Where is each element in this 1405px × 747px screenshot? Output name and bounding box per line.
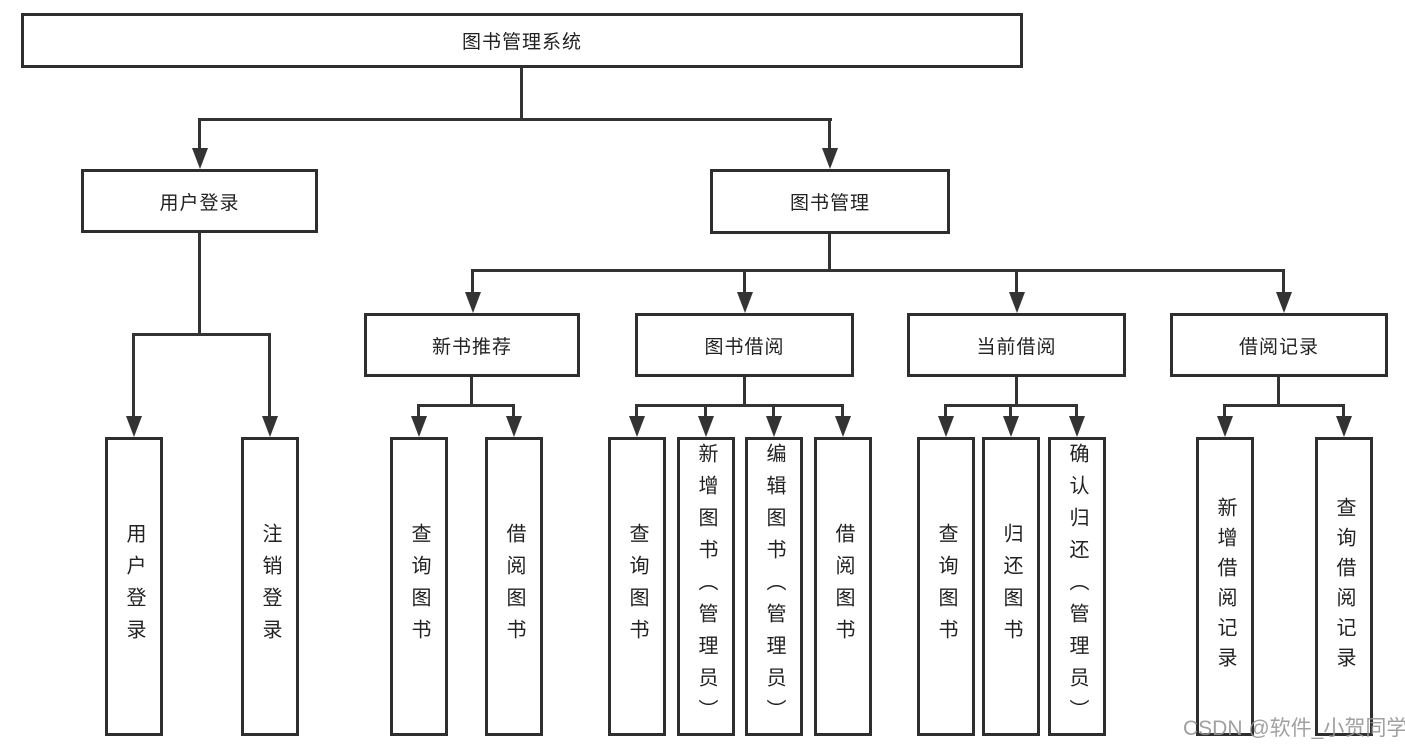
csdn-watermark: CSDN @软件_小贺同学 — [1183, 717, 1405, 740]
connector-line — [828, 234, 831, 272]
connector-line — [635, 404, 844, 407]
connector-line — [828, 118, 831, 151]
node-user-login: 用户登录 — [81, 169, 318, 233]
connector-line — [1015, 377, 1018, 406]
node-label: 借阅图书 — [503, 522, 525, 651]
connector-line — [1015, 269, 1018, 293]
arrow-down-icon — [411, 416, 427, 437]
connector-line — [132, 333, 135, 416]
connector-line — [1282, 269, 1285, 293]
node-return-books: 归还图书 — [982, 437, 1040, 736]
connector-line — [704, 404, 707, 417]
connector-line — [417, 404, 420, 417]
connector-line — [772, 404, 775, 417]
arrow-down-icon — [698, 416, 714, 437]
connector-line — [198, 118, 201, 151]
connector-line — [1277, 377, 1280, 406]
connector-line — [1342, 404, 1345, 417]
node-label: 编辑图书（管理员） — [763, 442, 785, 731]
connector-line — [471, 269, 474, 293]
connector-line — [841, 404, 844, 417]
arrow-down-icon — [465, 292, 481, 313]
node-label: 用户登录 — [123, 522, 145, 651]
node-label: 注销登录 — [259, 522, 281, 651]
connector-line — [635, 404, 638, 417]
arrow-down-icon — [737, 292, 753, 313]
connector-line — [1223, 404, 1345, 407]
arrow-down-icon — [938, 416, 954, 437]
node-label: 查询图书 — [935, 522, 957, 651]
node-label: 确认归还（管理员） — [1066, 442, 1088, 731]
node-label: 借阅图书 — [832, 522, 854, 651]
arrow-down-icon — [1336, 416, 1352, 437]
node-book-management: 图书管理 — [710, 169, 950, 234]
connector-line — [268, 333, 271, 416]
node-confirm-return-admin: 确认归还（管理员） — [1048, 437, 1106, 736]
node-label: 查询借阅记录 — [1333, 496, 1355, 677]
node-add-borrow-record: 新增借阅记录 — [1196, 437, 1254, 736]
node-borrowing-records: 借阅记录 — [1170, 313, 1388, 377]
node-current-borrowing: 当前借阅 — [907, 313, 1126, 377]
arrow-down-icon — [126, 416, 142, 437]
connector-line — [743, 377, 746, 406]
node-query-books-recommend: 查询图书 — [390, 437, 448, 736]
node-query-books-borrow: 查询图书 — [608, 437, 666, 736]
connector-line — [944, 404, 947, 417]
arrow-down-icon — [629, 416, 645, 437]
arrow-down-icon — [1003, 416, 1019, 437]
arrow-down-icon — [835, 416, 851, 437]
node-borrow-books: 借阅图书 — [814, 437, 872, 736]
node-label: 查询图书 — [408, 522, 430, 651]
node-borrow-books-recommend: 借阅图书 — [485, 437, 543, 736]
connector-line — [198, 233, 201, 335]
node-label: 归还图书 — [1000, 522, 1022, 651]
arrow-down-icon — [1217, 416, 1233, 437]
connector-line — [471, 269, 1285, 272]
node-query-borrow-record: 查询借阅记录 — [1315, 437, 1373, 736]
connector-line — [1075, 404, 1078, 417]
node-add-books-admin: 新增图书（管理员） — [677, 437, 735, 736]
arrow-down-icon — [262, 416, 278, 437]
arrow-down-icon — [506, 416, 522, 437]
connector-line — [132, 333, 271, 336]
node-user-login-leaf: 用户登录 — [105, 437, 163, 736]
node-label: 新增图书（管理员） — [695, 442, 717, 731]
connector-line — [1009, 404, 1012, 417]
arrow-down-icon — [766, 416, 782, 437]
node-logout: 注销登录 — [241, 437, 299, 736]
node-book-borrowing: 图书借阅 — [635, 313, 854, 377]
node-library-management-system: 图书管理系统 — [21, 13, 1023, 68]
node-query-books-current: 查询图书 — [917, 437, 975, 736]
arrow-down-icon — [192, 148, 208, 169]
arrow-down-icon — [1069, 416, 1085, 437]
connector-line — [743, 269, 746, 293]
connector-line — [512, 404, 515, 417]
node-label: 查询图书 — [626, 522, 648, 651]
connector-line — [470, 377, 473, 406]
node-label: 新增借阅记录 — [1214, 496, 1236, 677]
node-edit-books-admin: 编辑图书（管理员） — [745, 437, 803, 736]
connector-line — [1223, 404, 1226, 417]
connector-line — [520, 68, 523, 120]
arrow-down-icon — [822, 148, 838, 169]
connector-line — [417, 404, 515, 407]
arrow-down-icon — [1009, 292, 1025, 313]
node-new-book-recommendation: 新书推荐 — [364, 313, 580, 377]
connector-line — [198, 118, 832, 121]
arrow-down-icon — [1276, 292, 1292, 313]
